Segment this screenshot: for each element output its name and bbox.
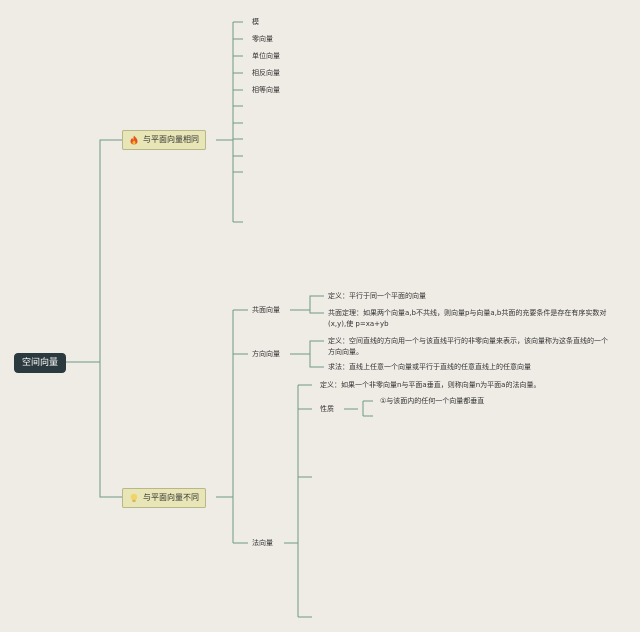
bulb-icon — [130, 493, 138, 502]
leaf-opposite-vector[interactable]: 相反向量 — [252, 69, 280, 77]
node-direction-vector[interactable]: 方向向量 — [252, 350, 280, 358]
leaf-zero-vector[interactable]: 零向量 — [252, 35, 273, 43]
node-coplanar-vectors[interactable]: 共面向量 — [252, 306, 280, 314]
normal-property-1[interactable]: ①与该面内的任何一个向量都垂直 — [380, 397, 485, 405]
leaf-magnitude[interactable]: 模 — [252, 18, 259, 26]
node-normal-property[interactable]: 性质 — [320, 405, 334, 413]
branch-same-label: 与平面向量相同 — [143, 135, 199, 144]
fire-icon — [130, 135, 138, 145]
branch-diff-label: 与平面向量不同 — [143, 493, 199, 502]
coplanar-definition[interactable]: 定义：平行于同一个平面的向量 — [328, 292, 426, 300]
direction-definition[interactable]: 定义：空间直线的方向用一个与该直线平行的非零向量来表示，该向量称为这条直线的一个… — [328, 337, 608, 356]
branch-same-as-plane[interactable]: 与平面向量相同 — [122, 130, 206, 150]
direction-method[interactable]: 求法：直线上任意一个向量或平行于直线的任意直线上的任意向量 — [328, 363, 531, 371]
coplanar-theorem[interactable]: 共面定理：如果两个向量a,b不共线，则向量p与向量a,b共面的充要条件是存在有序… — [328, 309, 607, 328]
normal-definition[interactable]: 定义：如果一个非零向量n与平面a垂直，则称向量n为平面a的法向量。 — [320, 381, 541, 389]
leaf-equal-vector[interactable]: 相等向量 — [252, 86, 280, 94]
leaf-unit-vector[interactable]: 单位向量 — [252, 52, 280, 60]
branch-different-from-plane[interactable]: 与平面向量不同 — [122, 488, 206, 508]
node-normal-vector[interactable]: 法向量 — [252, 539, 273, 547]
root-label: 空间向量 — [22, 358, 59, 368]
root-node[interactable]: 空间向量 — [14, 353, 67, 373]
